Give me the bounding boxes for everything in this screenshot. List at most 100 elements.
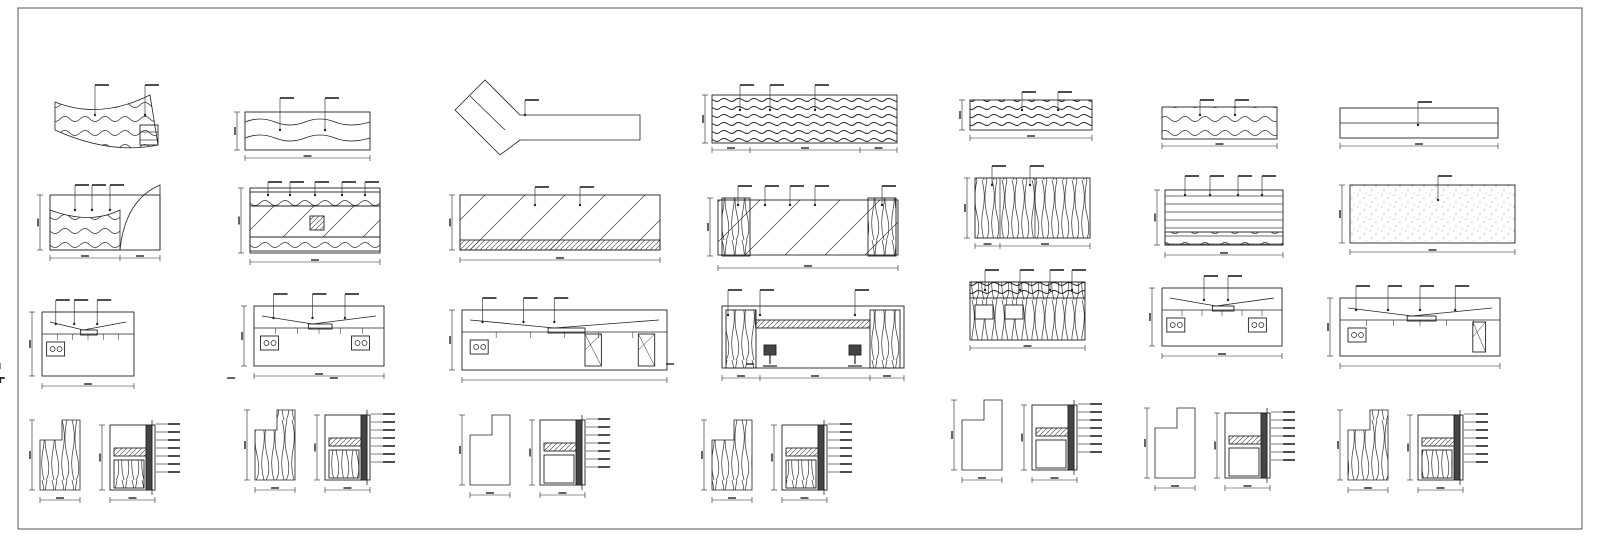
base-panel [1035,439,1067,469]
dimension-line [1031,477,1078,483]
dimension-line [961,477,1003,483]
cabinet-outline [1161,287,1283,347]
dimension-line-vertical [1154,189,1160,246]
leader-callouts [1202,275,1242,302]
detail-pair [29,419,180,503]
detail-pair [1337,409,1488,493]
leader-callouts [481,297,569,324]
leader-dot [523,113,527,117]
top-band [969,281,1086,299]
socket-icon [1176,322,1183,328]
plan-wood-counter [959,91,1093,141]
support-post [817,424,825,491]
dimension-line-vertical [244,409,250,481]
base-panel [1421,449,1453,479]
leader-callouts [272,293,359,320]
leader-dot [1028,183,1032,187]
dimension-line-vertical [702,94,708,144]
leader-callouts [266,181,379,197]
dimension-line-vertical [1214,412,1220,479]
drawer-slot [80,329,98,336]
dimension-line-vertical [771,424,777,491]
detail-construction-section [771,420,852,503]
leader-dot [1020,108,1024,112]
leader-callouts [533,186,594,207]
socket-icon [480,344,487,350]
leader-dot [481,320,484,324]
leader-dot [813,108,817,112]
leader-dot [1436,198,1440,202]
leader-dot [1202,298,1206,302]
socket-icon [1351,332,1357,338]
front-elevation-curved [37,184,161,261]
dimension-line [969,135,1093,141]
detail-construction-section [314,410,395,493]
wave-line [244,134,371,142]
leader-dot [108,208,112,212]
detail-profile-section [244,409,296,493]
door-swing-line [1472,321,1486,338]
dimension-line-vertical [29,419,35,491]
detail-outline [109,424,156,491]
leader-dot [363,193,367,197]
leader-dot [990,183,994,187]
leader-callouts [738,84,829,112]
dimension-line [717,265,899,271]
socket-icon [361,340,368,346]
socket-icon [354,340,361,346]
side-callouts [371,413,395,463]
door-swing-line [638,333,655,367]
dimension-line [469,492,511,498]
drawings-layer [0,79,1516,503]
chair-seat [848,344,862,356]
dimension-line-vertical [701,419,707,491]
section-outline [721,305,905,369]
dimension-line [0,363,1501,369]
dimension-line [49,255,161,261]
equipment-box [351,335,370,351]
leader-dot [763,203,767,207]
detail-pair [701,419,852,503]
detail-outline [781,424,828,491]
dimension-line [539,492,586,498]
leader-dot [983,288,987,292]
leader-dot [73,322,76,326]
dimension-line [1161,143,1278,149]
leader-callouts [523,99,539,117]
leader-dot [1048,288,1052,292]
plan-curved-counter [54,84,159,149]
leader-callouts [983,269,1086,292]
leader-dot [343,316,347,320]
leader-callouts [1436,175,1452,202]
counter-outline [244,111,371,151]
detail-profile-section [1144,407,1196,491]
profile-outline [1154,407,1196,479]
end-block [139,124,159,146]
section-elevation-chairs [721,289,905,381]
leader-dot [90,208,94,212]
equipment-box [1004,304,1024,320]
leader-callouts [736,185,896,207]
dimension-line-vertical [238,187,244,254]
office-chair [848,344,862,367]
leader-dot [758,313,762,317]
equipment-box [469,339,489,355]
side-callouts [1078,403,1102,453]
leader-dot [578,203,582,207]
detail-pair [459,414,610,498]
counter-slab [328,437,365,447]
leader-dot [1416,123,1420,127]
dimension-line-vertical [529,419,535,486]
leader-dot [1208,193,1212,197]
counter-top-line [469,319,660,329]
office-chair [763,344,777,367]
plan-wave-counter [1161,99,1278,149]
pillar-right [869,309,901,369]
dimension-line-vertical [964,177,970,239]
sheet-frame [17,7,1583,530]
leader-dot [93,113,97,117]
front-elevation-glass [449,186,661,263]
bottom-band [249,236,381,252]
side-callouts [828,423,852,473]
support-post [1260,412,1268,479]
